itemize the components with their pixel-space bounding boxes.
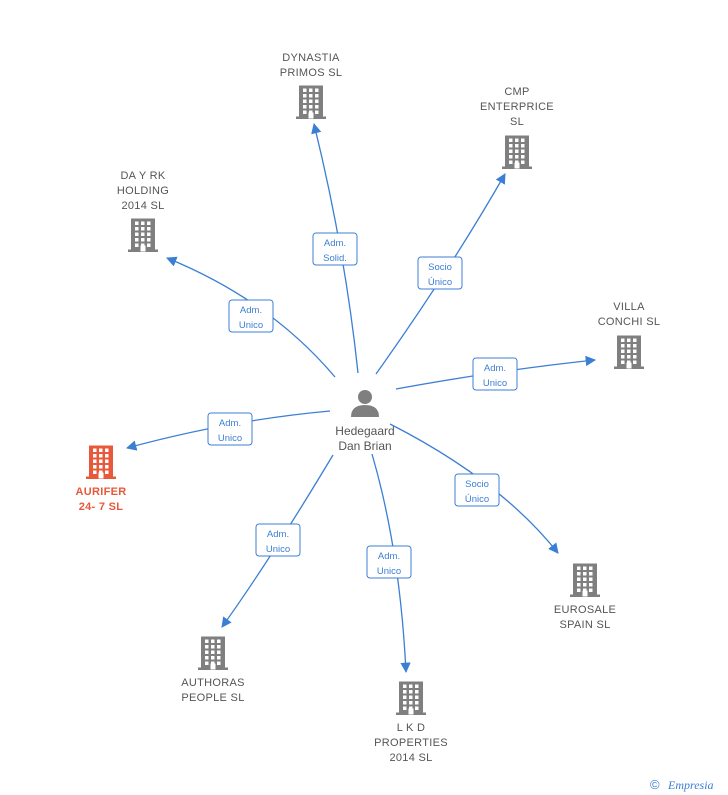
copyright-symbol: ©: [650, 777, 660, 792]
edge-label-box: [255, 523, 301, 557]
edge-label-box: [417, 256, 463, 290]
company-name-line: ENTERPRICE: [480, 101, 554, 113]
company-node-dayrk[interactable]: DA Y RK HOLDING 2014 SL: [117, 170, 169, 252]
edge-label-box: [207, 412, 253, 446]
edge-label-text: Unico: [483, 378, 507, 389]
company-node-authoras[interactable]: AUTHORAS PEOPLE SL: [181, 636, 245, 705]
edge-villa: Adm. Unico: [395, 355, 597, 391]
edges-layer: Adm.Solid.SocioÚnicoAdm.UnicoAdm.UnicoAd…: [125, 122, 597, 674]
building-icon[interactable]: [570, 563, 600, 598]
company-name-line: HOLDING: [117, 185, 169, 197]
company-name-line: PEOPLE SL: [181, 692, 244, 704]
edge-label[interactable]: Adm. Solid.: [312, 232, 358, 266]
watermark: © Empresia: [650, 777, 714, 792]
company-name-line: SL: [510, 116, 524, 128]
company-name-line: SPAIN SL: [559, 619, 610, 631]
edge-label-text: Unico: [377, 566, 401, 577]
edge-label-text: Unico: [218, 433, 242, 444]
person-name-line: Dan Brian: [338, 439, 391, 453]
edge-label-text: Socio: [465, 479, 489, 490]
edge-label-text: Adm.: [324, 238, 346, 249]
edge-label-box: [472, 357, 518, 391]
edge-label-text: Único: [428, 277, 452, 288]
edge-authoras: Adm. Unico: [221, 454, 334, 628]
edge-label-text: Socio: [428, 262, 452, 273]
company-node-eurosale[interactable]: EUROSALE SPAIN SL: [554, 563, 616, 632]
edge-label[interactable]: Adm. Unico: [472, 357, 518, 391]
edge-label[interactable]: Adm. Unico: [366, 545, 412, 579]
building-icon[interactable]: [198, 636, 228, 671]
building-icon[interactable]: [86, 445, 116, 480]
company-name-line: AURIFER: [76, 486, 127, 498]
edge-aurifer: Adm. Unico: [125, 410, 331, 451]
edge-label-box: [454, 473, 500, 507]
company-name-line: EUROSALE: [554, 604, 616, 616]
edge-label[interactable]: Adm. Unico: [228, 299, 274, 333]
building-icon[interactable]: [396, 681, 426, 716]
company-name-line: 2014 SL: [121, 200, 164, 212]
edge-label-text: Adm.: [378, 551, 400, 562]
edge-label-text: Adm.: [219, 418, 241, 429]
edge-label-text: Unico: [266, 544, 290, 555]
company-node-aurifer[interactable]: AURIFER 24- 7 SL: [76, 445, 127, 514]
building-icon[interactable]: [614, 335, 644, 370]
company-name-line: PRIMOS SL: [280, 67, 343, 79]
edge-label[interactable]: Adm. Unico: [255, 523, 301, 557]
edge-label-box: [228, 299, 274, 333]
company-node-dynastia[interactable]: DYNASTIA PRIMOS SL: [280, 52, 343, 119]
edge-label[interactable]: Adm. Unico: [207, 412, 253, 446]
person-name-line: Hedegaard: [335, 424, 394, 438]
brand-logo: Empresia: [667, 778, 714, 792]
company-name-line: DYNASTIA: [282, 52, 340, 64]
company-node-lkd[interactable]: L K D PROPERTIES 2014 SL: [374, 681, 448, 765]
edge-label-text: Adm.: [484, 363, 506, 374]
person-icon: [351, 390, 379, 417]
company-name-line: CONCHI SL: [598, 316, 661, 328]
edge-lkd: Adm. Unico: [366, 453, 412, 674]
edge-label-text: Adm.: [240, 305, 262, 316]
building-icon[interactable]: [502, 135, 532, 170]
edge-dynastia: Adm. Solid.: [311, 122, 359, 374]
company-node-villa[interactable]: VILLA CONCHI SL: [598, 301, 661, 369]
edge-label-box: [366, 545, 412, 579]
company-name-line: CMP: [504, 86, 529, 98]
nodes-layer: DYNASTIA PRIMOS SL CMP ENTERPRICE SL DA Y RK H…: [76, 52, 661, 764]
edge-label-text: Solid.: [323, 253, 347, 264]
company-name-line: 2014 SL: [389, 752, 432, 764]
building-icon[interactable]: [128, 218, 158, 253]
company-name-line: VILLA: [613, 301, 645, 313]
building-icon[interactable]: [296, 85, 326, 120]
company-name-line: L K D: [397, 722, 426, 734]
company-name-line: PROPERTIES: [374, 737, 448, 749]
edge-dayrk: Adm. Unico: [166, 256, 336, 378]
company-name-line: 24- 7 SL: [79, 501, 124, 513]
edge-label-box: [312, 232, 358, 266]
edge-label-text: Adm.: [267, 529, 289, 540]
company-name-line: DA Y RK: [120, 170, 165, 182]
edge-label-text: Unico: [239, 320, 263, 331]
edge-label-text: Único: [465, 494, 489, 505]
company-node-cmp[interactable]: CMP ENTERPRICE SL: [480, 86, 554, 169]
company-name-line: AUTHORAS: [181, 677, 245, 689]
